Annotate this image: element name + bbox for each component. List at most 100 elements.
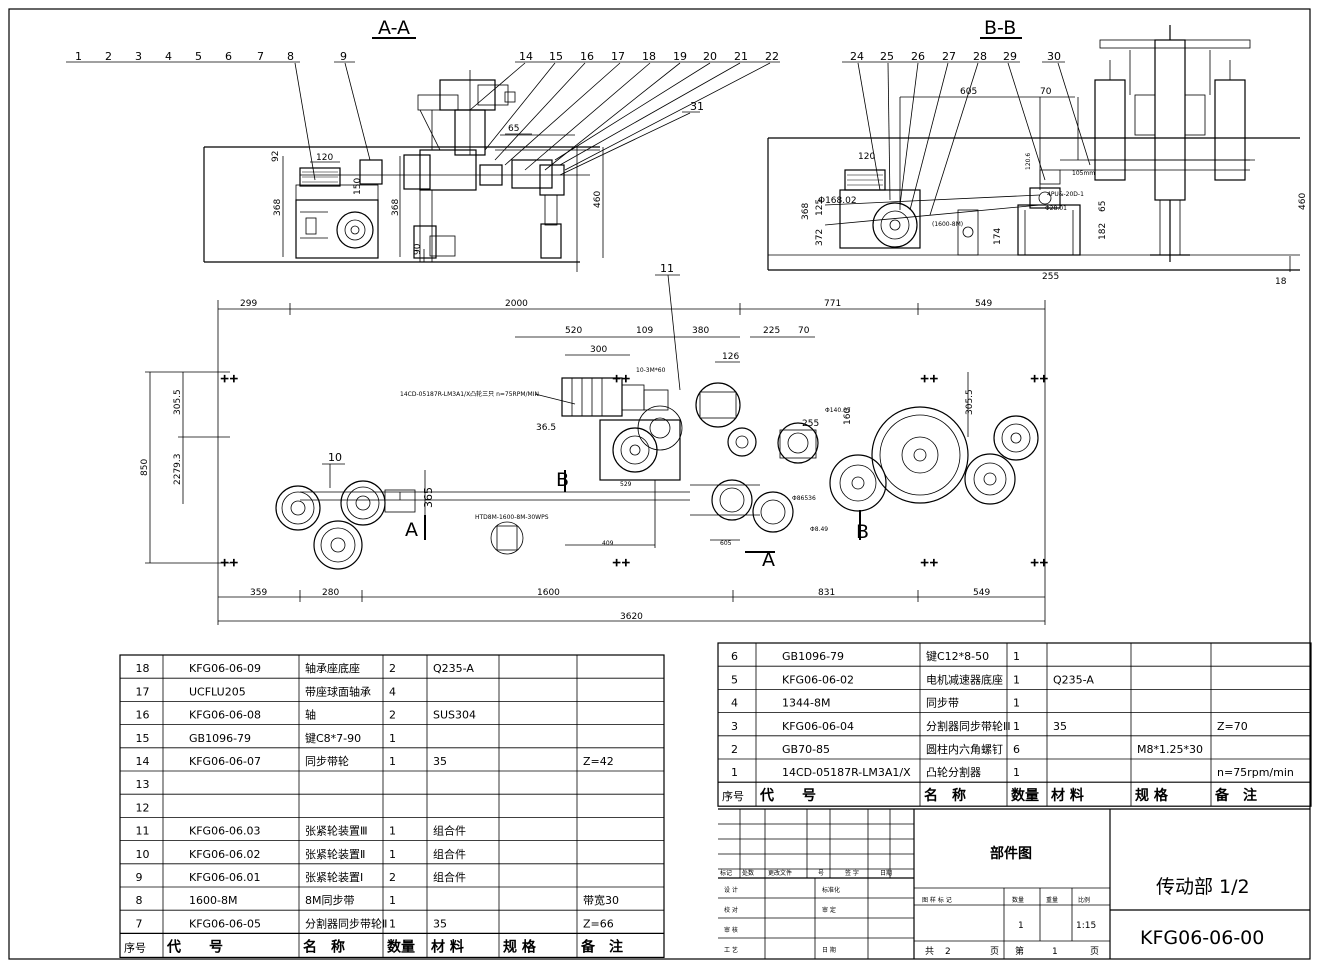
dim-plan-109: 109 (636, 326, 653, 336)
balloon-31: 31 (690, 100, 704, 113)
dim-bb-460: 460 (1298, 193, 1308, 210)
dim-bb-605: 605 (960, 87, 977, 97)
cell-parts-left-r4c1: KFG06-06-07 (189, 755, 261, 768)
dim-aa-368a: 368 (273, 199, 283, 216)
dim-plan-305-left: 305.5 (173, 389, 183, 415)
svg-text:++: ++ (612, 556, 630, 569)
dim-plan-225: 225 (763, 326, 780, 336)
svg-text:++: ++ (220, 372, 238, 385)
balloon-28: 28 (973, 50, 987, 63)
dim-aa-150: 150 (353, 178, 363, 195)
rev-header-0: 标记 (720, 869, 732, 877)
quantity-value: 1 (1018, 921, 1024, 931)
cell-parts-right-r1c2: 电机减速器底座 (926, 672, 1003, 686)
cell-parts-left-r6c0: 12 (136, 801, 150, 814)
dim-bb-255: 255 (1042, 272, 1059, 282)
balloon-2: 2 (105, 50, 112, 63)
dim-bb-pulley-code: 4PU&-20D-1 (1047, 191, 1084, 198)
balloon-3: 3 (135, 50, 142, 63)
plan-view: 299 2000 771 549 359 280 1600 831 549 36… (140, 262, 1049, 625)
rev-header-2: 更改文件 (768, 869, 792, 877)
cell-parts-left-r1c3: 4 (389, 685, 396, 698)
cell-parts-right-r1c1: KFG06-06-02 (782, 673, 854, 686)
cell-parts-left-r11c1: KFG06-06-05 (189, 917, 261, 930)
dim-plan-520: 520 (565, 326, 582, 336)
cell-parts-right-r0c0: 6 (731, 650, 738, 663)
cell-parts-left-r1c2: 带座球面轴承 (305, 684, 371, 698)
cell-parts-right-r0c2: 键C12*8-50 (926, 649, 989, 663)
dim-plan-380: 380 (692, 326, 709, 336)
balloon-18: 18 (642, 50, 656, 63)
cell-parts-right-r0c1: GB1096-79 (782, 650, 844, 663)
cell-parts-left-r3c2: 键C8*7-90 (305, 731, 361, 745)
dim-plan-2279: 2279.3 (173, 454, 183, 486)
cell-parts-right-r4c2: 圆柱内六角螺钉 (926, 742, 1003, 756)
header-parts-left-0: 序号 (124, 940, 146, 954)
balloon-8: 8 (287, 50, 294, 63)
dim-plan-3620: 3620 (620, 612, 643, 622)
cell-parts-left-r9c2: 张紧轮装置Ⅰ (305, 870, 363, 884)
section-title-bb: B-B (984, 17, 1016, 39)
cell-parts-left-r2c1: KFG06-06-08 (189, 709, 261, 722)
dim-bb-belt: (1600-8M) (932, 221, 963, 228)
dim-bb-120-6: 120.6 (1025, 153, 1032, 170)
cell-parts-right-r2c0: 4 (731, 697, 738, 710)
section-marker-b-left: B (556, 469, 569, 491)
header-parts-right-4: 材 料 (1051, 787, 1084, 804)
dim-bb-70: 70 (1040, 87, 1052, 97)
cell-parts-right-r4c0: 2 (731, 743, 738, 756)
balloon-25: 25 (880, 50, 894, 63)
cell-parts-right-r3c1: KFG06-06-04 (782, 720, 854, 733)
balloon-4: 4 (165, 50, 172, 63)
dim-plan-305-right: 305.5 (965, 389, 975, 415)
dim-bb-120: 120 (858, 152, 875, 162)
dim-bb-368: 368 (801, 203, 811, 220)
section-marker-a-bottom: A (762, 549, 775, 571)
balloon-27: 27 (942, 50, 956, 63)
balloon-6: 6 (225, 50, 232, 63)
balloon-24: 24 (850, 50, 864, 63)
cell-parts-right-r4c3: 6 (1013, 743, 1020, 756)
sheet-no-label: 第 (1015, 945, 1024, 957)
dim-bb-dia28: Φ28.01 (1045, 205, 1067, 212)
sign-mid-1: 审 定 (822, 906, 836, 914)
stage-header-mark: 图 样 标 记 (922, 896, 952, 904)
cell-parts-left-r10c6: 带宽30 (583, 893, 619, 907)
svg-text:++: ++ (920, 372, 938, 385)
balloon-5: 5 (195, 50, 202, 63)
balloon-7: 7 (257, 50, 264, 63)
sign-row-0: 设 计 (724, 886, 738, 894)
cell-parts-right-r1c4: Q235-A (1053, 673, 1094, 686)
cell-parts-right-r3c2: 分割器同步带轮Ⅲ (926, 719, 1011, 733)
cell-parts-left-r4c3: 1 (389, 755, 396, 768)
cell-parts-right-r3c0: 3 (731, 720, 738, 733)
dim-plan-dia8: Φ8.49 (810, 526, 828, 533)
rev-header-5: 日期 (880, 869, 892, 877)
drawing-code: KFG06-06-00 (1140, 927, 1264, 949)
section-title-aa: A-A (378, 17, 410, 39)
cell-parts-left-r4c4: 35 (433, 755, 447, 768)
dim-plan-549-top: 549 (975, 299, 992, 309)
sign-mid-3: 日 期 (822, 946, 836, 954)
cell-parts-right-r4c1: GB70-85 (782, 743, 830, 756)
sheet-total-value: 2 (945, 947, 951, 957)
cell-parts-left-r11c6: Z=66 (583, 917, 614, 930)
header-parts-right-5: 规 格 (1135, 787, 1169, 804)
cell-parts-right-r0c3: 1 (1013, 650, 1020, 663)
rev-header-1: 处数 (742, 869, 754, 877)
cell-parts-left-r8c1: KFG06-06.02 (189, 848, 261, 861)
balloon-19: 19 (673, 50, 687, 63)
cell-parts-left-r7c0: 11 (136, 825, 150, 838)
cell-parts-right-r2c3: 1 (1013, 697, 1020, 710)
dim-plan-36-5: 36.5 (536, 423, 556, 433)
dim-aa-120: 120 (316, 153, 333, 163)
cell-parts-left-r10c3: 1 (389, 894, 396, 907)
cell-parts-left-r7c3: 1 (389, 825, 396, 838)
section-marker-b-right: B (856, 521, 869, 543)
dim-bb-372: 372 (815, 229, 825, 246)
dim-bb-174: 174 (993, 228, 1003, 245)
header-parts-right-0: 序号 (722, 789, 744, 803)
